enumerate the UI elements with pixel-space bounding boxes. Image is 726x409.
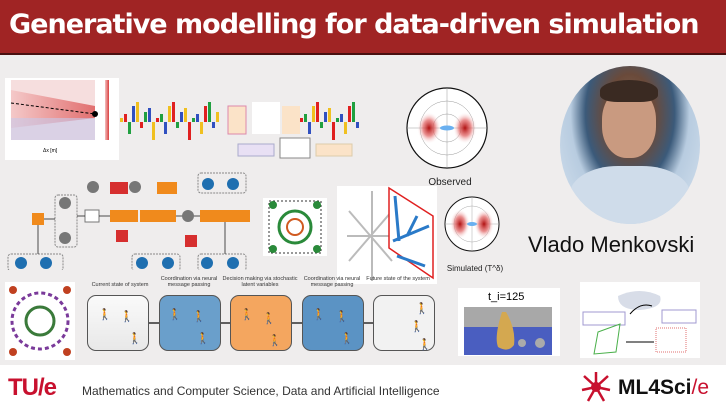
- pipeline-bar: [148, 108, 151, 122]
- pipeline-bar: [320, 122, 323, 128]
- pedestrian-flow-diagram: Current state of system Coordination via…: [80, 272, 452, 362]
- stage-label-5: Future state of the system: [366, 276, 430, 282]
- footer: [0, 365, 726, 409]
- stage-box-3: [230, 295, 292, 351]
- heatmap-xlabel: Δx [m]: [43, 148, 58, 154]
- ml4sci-logo-suffix: /e: [691, 376, 710, 399]
- pipeline-bar: [312, 106, 315, 122]
- svg-text:🚶: 🚶: [418, 338, 432, 351]
- pipeline-bar: [332, 122, 335, 140]
- heatmap-figure: Δx [m]: [5, 78, 119, 160]
- pipeline-bar: [128, 122, 131, 134]
- pipeline-bar: [200, 122, 203, 134]
- ml4sci-logo-text: ML4Sci: [618, 376, 692, 399]
- bar-pipeline-figure: [120, 96, 368, 160]
- pipeline-bar: [176, 122, 179, 128]
- pipeline-bar: [188, 122, 191, 140]
- network-diagram: [5, 170, 260, 272]
- slide-title: Generative modelling for data-driven sim…: [9, 9, 699, 40]
- stage-label-1: Current state of system: [91, 282, 149, 288]
- svg-text:🚶: 🚶: [192, 310, 206, 323]
- stage-label-3: Decision making via stochastic latent va…: [222, 276, 298, 288]
- pipeline-bar: [216, 112, 219, 122]
- svg-text:🚶: 🚶: [98, 308, 112, 321]
- polar-simulated-caption: Simulated (T^δ): [446, 264, 504, 273]
- svg-text:🚶: 🚶: [196, 332, 210, 345]
- tiling-pattern-figure: [5, 282, 75, 360]
- svg-text:🚶: 🚶: [312, 308, 326, 321]
- pipeline-bar: [132, 106, 135, 122]
- svg-text:🚶: 🚶: [168, 308, 182, 321]
- pipeline-bar: [164, 122, 167, 134]
- pipeline-bar: [316, 102, 319, 122]
- stage-label-4: Coordination via neural message passing: [303, 276, 361, 288]
- polar-observed-caption: Observed: [428, 177, 472, 188]
- pipeline-bar: [204, 106, 207, 122]
- pipeline-bar: [168, 106, 171, 122]
- polar-plot-observed: Observed: [395, 78, 505, 188]
- droplet-simulation-figure: t_i=125: [458, 288, 560, 356]
- pipeline-bar: [344, 122, 347, 134]
- stage-box-2: [159, 295, 221, 351]
- pipeline-bar: [152, 122, 155, 140]
- polar-plot-simulated: Simulated (T^δ): [440, 190, 510, 280]
- pipeline-bar: [160, 114, 163, 122]
- svg-text:🚶: 🚶: [240, 308, 254, 321]
- pipeline-bar: [180, 112, 183, 122]
- pipeline-bar: [144, 112, 147, 122]
- pipeline-bar: [300, 118, 303, 122]
- pipeline-bar: [184, 108, 187, 122]
- ml4sci-logo-icon: [581, 372, 611, 402]
- ml4sci-logo: ML4Sci/e: [618, 376, 709, 400]
- pipeline-bar: [328, 108, 331, 122]
- svg-text:🚶: 🚶: [415, 302, 429, 315]
- pipeline-bar: [304, 114, 307, 122]
- svg-text:🚶: 🚶: [128, 332, 142, 345]
- department-name: Mathematics and Computer Science, Data a…: [82, 384, 440, 398]
- pipeline-bar: [336, 118, 339, 122]
- svg-text:🚶: 🚶: [120, 310, 134, 323]
- pipeline-bar: [140, 122, 143, 128]
- stage-label-2: Coordination via neural message passing: [160, 276, 218, 288]
- svg-text:🚶: 🚶: [262, 312, 276, 325]
- pipeline-bar: [192, 118, 195, 122]
- pipeline-bar: [196, 114, 199, 122]
- svg-text:🚶: 🚶: [335, 310, 349, 323]
- pipeline-bar: [120, 118, 123, 122]
- pipeline-bar: [308, 122, 311, 134]
- svg-text:🚶: 🚶: [410, 320, 424, 333]
- presenter-name: Vlado Menkovski: [528, 232, 695, 257]
- svg-text:🚶: 🚶: [340, 332, 354, 345]
- pipeline-bar: [212, 122, 215, 128]
- stage-box-4: [302, 295, 364, 351]
- svg-text:🚶: 🚶: [268, 334, 282, 347]
- pipeline-bar: [352, 102, 355, 122]
- pipeline-bar: [324, 112, 327, 122]
- pipeline-bar: [340, 114, 343, 122]
- pipeline-bar: [156, 118, 159, 122]
- pipeline-bar: [208, 102, 211, 122]
- pipeline-bar: [172, 102, 175, 122]
- pipeline-bar: [124, 114, 127, 122]
- pipeline-bar: [136, 102, 139, 122]
- title-bar: [0, 0, 726, 55]
- presenter-photo: [560, 66, 700, 224]
- multiscale-diagram: [580, 282, 700, 358]
- stage-box-1: [87, 295, 149, 351]
- snowflake-figure: [337, 186, 437, 284]
- stage-box-5: [373, 295, 435, 351]
- pipeline-bar: [348, 106, 351, 122]
- tue-logo: TU/e: [8, 374, 57, 401]
- pipeline-bar: [356, 122, 359, 128]
- symmetry-pattern-figure: [263, 198, 327, 256]
- droplet-time-label: t_i=125: [488, 291, 525, 303]
